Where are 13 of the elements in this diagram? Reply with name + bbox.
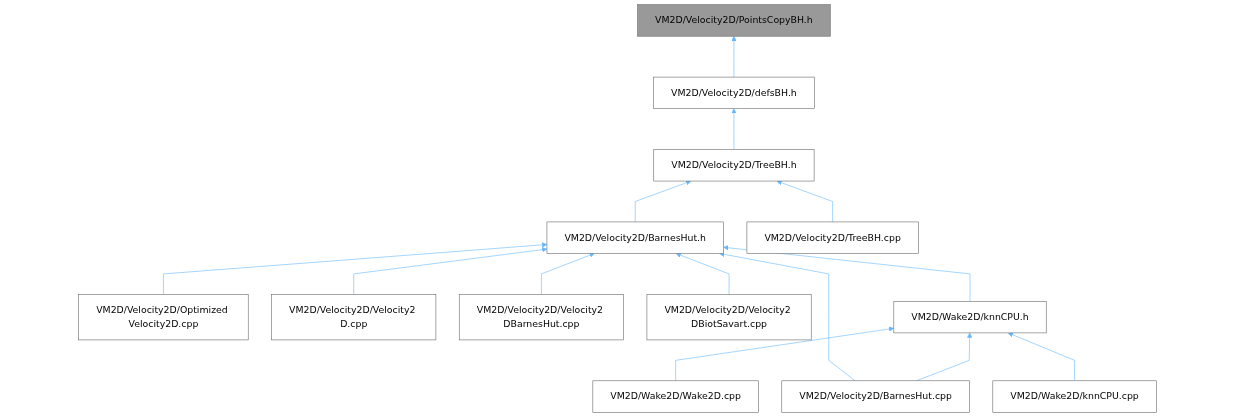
node-box: VM2D/Velocity2D/Velocity2 DBiotSavart.cpp	[646, 294, 812, 341]
node-box: VM2D/Wake2D/knnCPU.cpp	[992, 380, 1157, 413]
node-box: VM2D/Velocity2D/defsBH.h	[653, 76, 815, 109]
node-box: VM2D/Velocity2D/BarnesHut.cpp	[781, 380, 970, 413]
node-box: VM2D/Wake2D/knnCPU.h	[893, 301, 1047, 334]
node-box: VM2D/Velocity2D/TreeBH.cpp	[746, 221, 919, 254]
node-box: VM2D/Velocity2D/Velocity2 DBarnesHut.cpp	[458, 294, 624, 341]
node-box: VM2D/Velocity2D/Velocity2 D.cpp	[271, 294, 437, 341]
node-box: VM2D/Velocity2D/BarnesHut.h	[546, 221, 724, 254]
node-box: VM2D/Velocity2D/Optimized Velocity2D.cpp	[78, 294, 249, 341]
node-box: VM2D/Wake2D/Wake2D.cpp	[592, 380, 759, 413]
node-box: VM2D/Velocity2D/PointsCopyBH.h	[637, 4, 831, 37]
node-box: VM2D/Velocity2D/TreeBH.h	[653, 149, 815, 182]
